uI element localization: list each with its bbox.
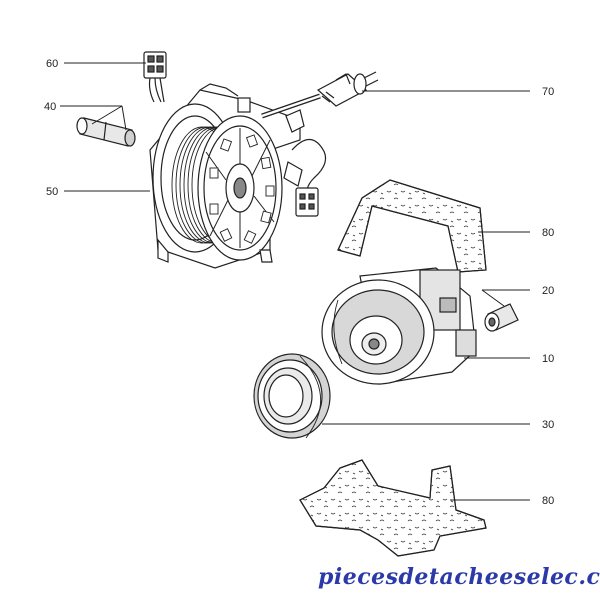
- connector-part-60: [143, 51, 167, 103]
- callout-30: 30: [542, 419, 554, 431]
- leader-lines: [60, 62, 530, 501]
- watermark-text: piecesdetacheeselec.com: [318, 564, 600, 590]
- callout-40: 40: [44, 101, 56, 113]
- gasket-part-30: [253, 353, 331, 439]
- bracket-part-80-upper: [337, 179, 487, 273]
- base-plate-part-80-lower: [299, 459, 487, 557]
- cord-reel-part-50: [149, 83, 327, 269]
- callout-60: 60: [46, 58, 58, 70]
- callout-80-upper: 80: [542, 227, 554, 239]
- callout-10: 10: [542, 353, 554, 365]
- callout-80-lower: 80: [542, 495, 554, 507]
- callout-70: 70: [542, 86, 554, 98]
- sleeve-part-40: [76, 117, 136, 147]
- mains-plug-part-70: [261, 71, 379, 119]
- callout-50: 50: [46, 186, 58, 198]
- motor-part-10: [321, 267, 477, 385]
- bush-part-20: [484, 303, 519, 332]
- callout-20: 20: [542, 285, 554, 297]
